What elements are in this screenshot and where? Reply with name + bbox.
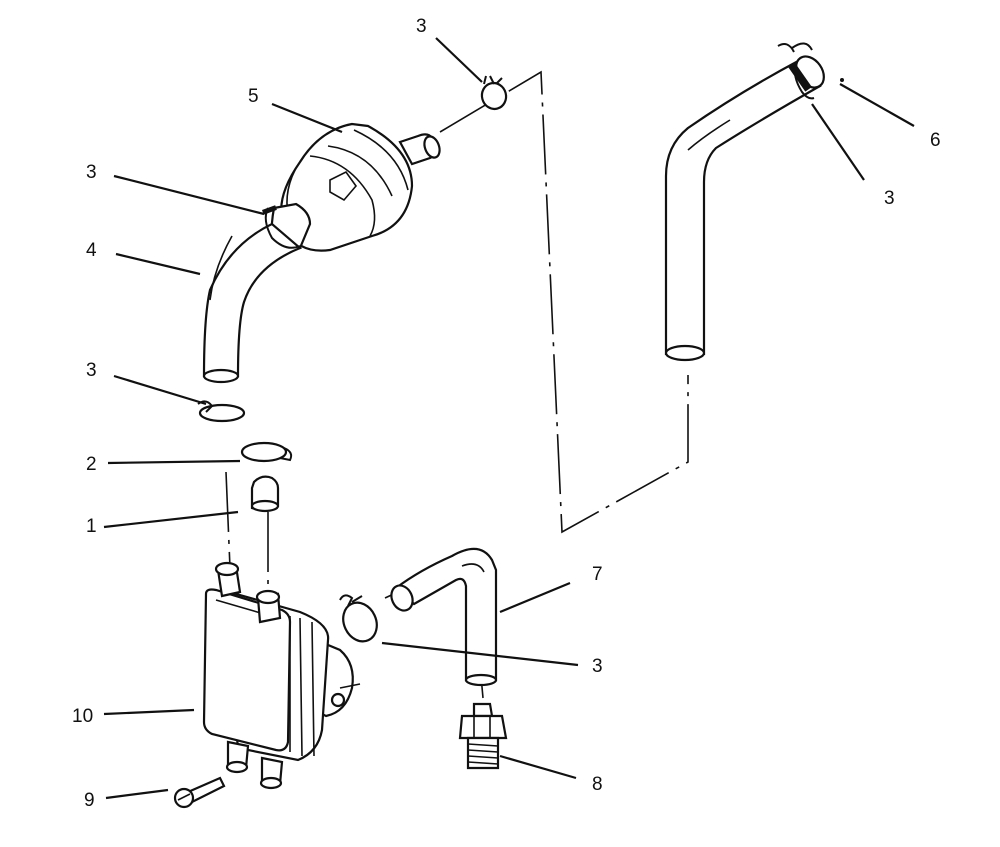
fitting-8 bbox=[458, 702, 508, 770]
callout-2: 2 bbox=[86, 454, 97, 475]
fuel-routing-centerline bbox=[225, 70, 689, 699]
leader-lines bbox=[103, 37, 915, 800]
hose-clamp-top bbox=[480, 75, 508, 111]
fuel-hose-7 bbox=[390, 547, 498, 687]
callout-4: 4 bbox=[86, 240, 97, 261]
callout-8: 8 bbox=[592, 774, 603, 795]
cap-1 bbox=[250, 475, 280, 513]
callout-3-lower-left: 3 bbox=[86, 360, 97, 381]
screw-9 bbox=[173, 776, 226, 809]
callout-3-top: 3 bbox=[416, 16, 427, 37]
fuel-hose-4 bbox=[202, 202, 312, 384]
callout-10: 10 bbox=[72, 706, 93, 727]
callout-6: 6 bbox=[930, 130, 941, 151]
callout-labels: 3 5 3 4 3 2 1 6 3 7 3 10 8 9 bbox=[72, 16, 941, 811]
callout-7: 7 bbox=[592, 564, 603, 585]
callout-3-lower-right: 3 bbox=[592, 656, 603, 677]
callout-3-filter: 3 bbox=[86, 162, 97, 183]
callout-1: 1 bbox=[86, 516, 97, 537]
fuel-pump-10 bbox=[202, 561, 361, 790]
callout-9: 9 bbox=[84, 790, 95, 811]
callout-3-right: 3 bbox=[884, 188, 895, 209]
hose-clamp-2 bbox=[240, 441, 293, 463]
callout-5: 5 bbox=[248, 86, 259, 107]
fuel-hose-6 bbox=[664, 42, 825, 362]
hose-clamp-7 bbox=[339, 594, 378, 643]
